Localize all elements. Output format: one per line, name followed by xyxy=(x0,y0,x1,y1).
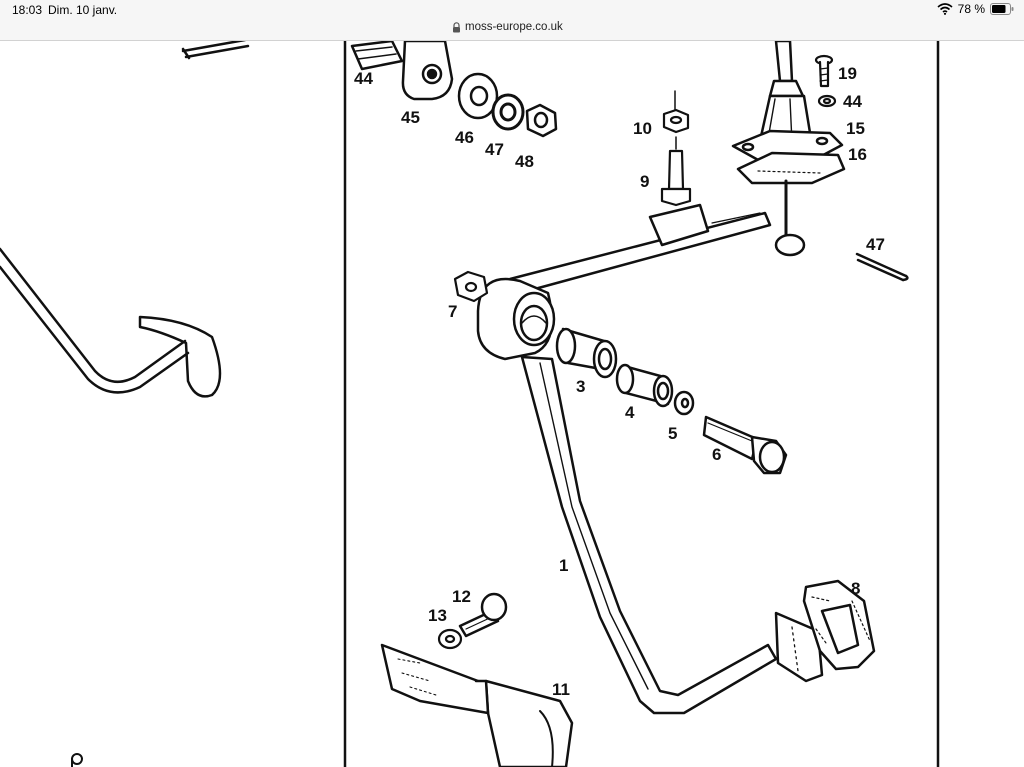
part-3-bush xyxy=(555,327,618,379)
part-9-bolt xyxy=(660,136,692,207)
label-3: 3 xyxy=(576,377,585,396)
lock-icon xyxy=(453,21,460,32)
clock: 18:03 xyxy=(12,3,43,17)
date: Dim. 10 janv. xyxy=(48,3,118,17)
label-15: 15 xyxy=(846,119,865,138)
label-10: 10 xyxy=(633,119,652,138)
left-fragment-bottom xyxy=(71,753,83,767)
label-1: 1 xyxy=(559,556,568,575)
part-4-bush xyxy=(615,363,674,408)
label-45: 45 xyxy=(401,108,420,127)
left-fragment-rod xyxy=(0,247,222,398)
label-47: 47 xyxy=(485,140,504,159)
address-bar[interactable]: moss-europe.co.uk xyxy=(452,19,563,35)
part-16-gasket xyxy=(736,151,846,185)
url-text: moss-europe.co.uk xyxy=(465,21,563,33)
wifi-icon xyxy=(937,3,953,15)
part-18-washer xyxy=(817,94,837,108)
label-4: 4 xyxy=(625,403,635,422)
part-45-bracket xyxy=(401,41,454,101)
label-9: 9 xyxy=(640,172,649,191)
part-13-washer xyxy=(437,628,463,650)
part-labels: 44 45 46 47 48 10 9 19 44 15 16 47 7 3 4… xyxy=(354,64,885,699)
part-5-washer xyxy=(673,390,695,416)
status-indicators: 78 % xyxy=(937,2,1014,16)
part-6-bolt xyxy=(702,415,788,475)
label-46: 46 xyxy=(455,128,474,147)
label-12: 12 xyxy=(452,587,471,606)
part-47-spring-washer xyxy=(491,93,525,131)
label-6: 6 xyxy=(712,445,721,464)
part-17-screw xyxy=(814,54,834,88)
part-11-bracket xyxy=(380,643,574,767)
label-48: 48 xyxy=(515,152,534,171)
battery-icon xyxy=(990,3,1014,15)
label-11: 11 xyxy=(552,680,570,699)
part-7-nut xyxy=(453,270,489,303)
label-16: 16 xyxy=(848,145,867,164)
page-content[interactable]: 44 45 46 47 48 10 9 19 44 15 16 47 7 3 4… xyxy=(0,41,1024,767)
label-19: 47 xyxy=(866,235,885,254)
label-13: 13 xyxy=(428,606,447,625)
part-48-nut xyxy=(525,103,558,138)
part-1-pedal-lever xyxy=(476,203,824,715)
part-12-bolt xyxy=(458,592,508,638)
part-46-washer xyxy=(457,72,499,120)
label-5: 5 xyxy=(668,424,677,443)
parts-diagram: 44 45 46 47 48 10 9 19 44 15 16 47 7 3 4… xyxy=(0,41,940,767)
label-44: 44 xyxy=(354,69,373,88)
battery-percent: 78 % xyxy=(957,2,985,16)
label-17: 19 xyxy=(838,64,857,83)
part-44-bolt xyxy=(350,41,404,71)
pushrod-clevis xyxy=(774,179,806,257)
label-8: 8 xyxy=(851,579,860,598)
label-18: 44 xyxy=(843,92,862,111)
part-19-split-pin xyxy=(855,252,909,282)
status-bar: 18:03 Dim. 10 janv. moss-europe.co.uk 78… xyxy=(0,0,1024,41)
part-10-nut xyxy=(662,90,690,134)
part-8-pedal-pad xyxy=(802,579,876,671)
label-7: 7 xyxy=(448,302,457,321)
left-fragment-top xyxy=(181,41,250,60)
